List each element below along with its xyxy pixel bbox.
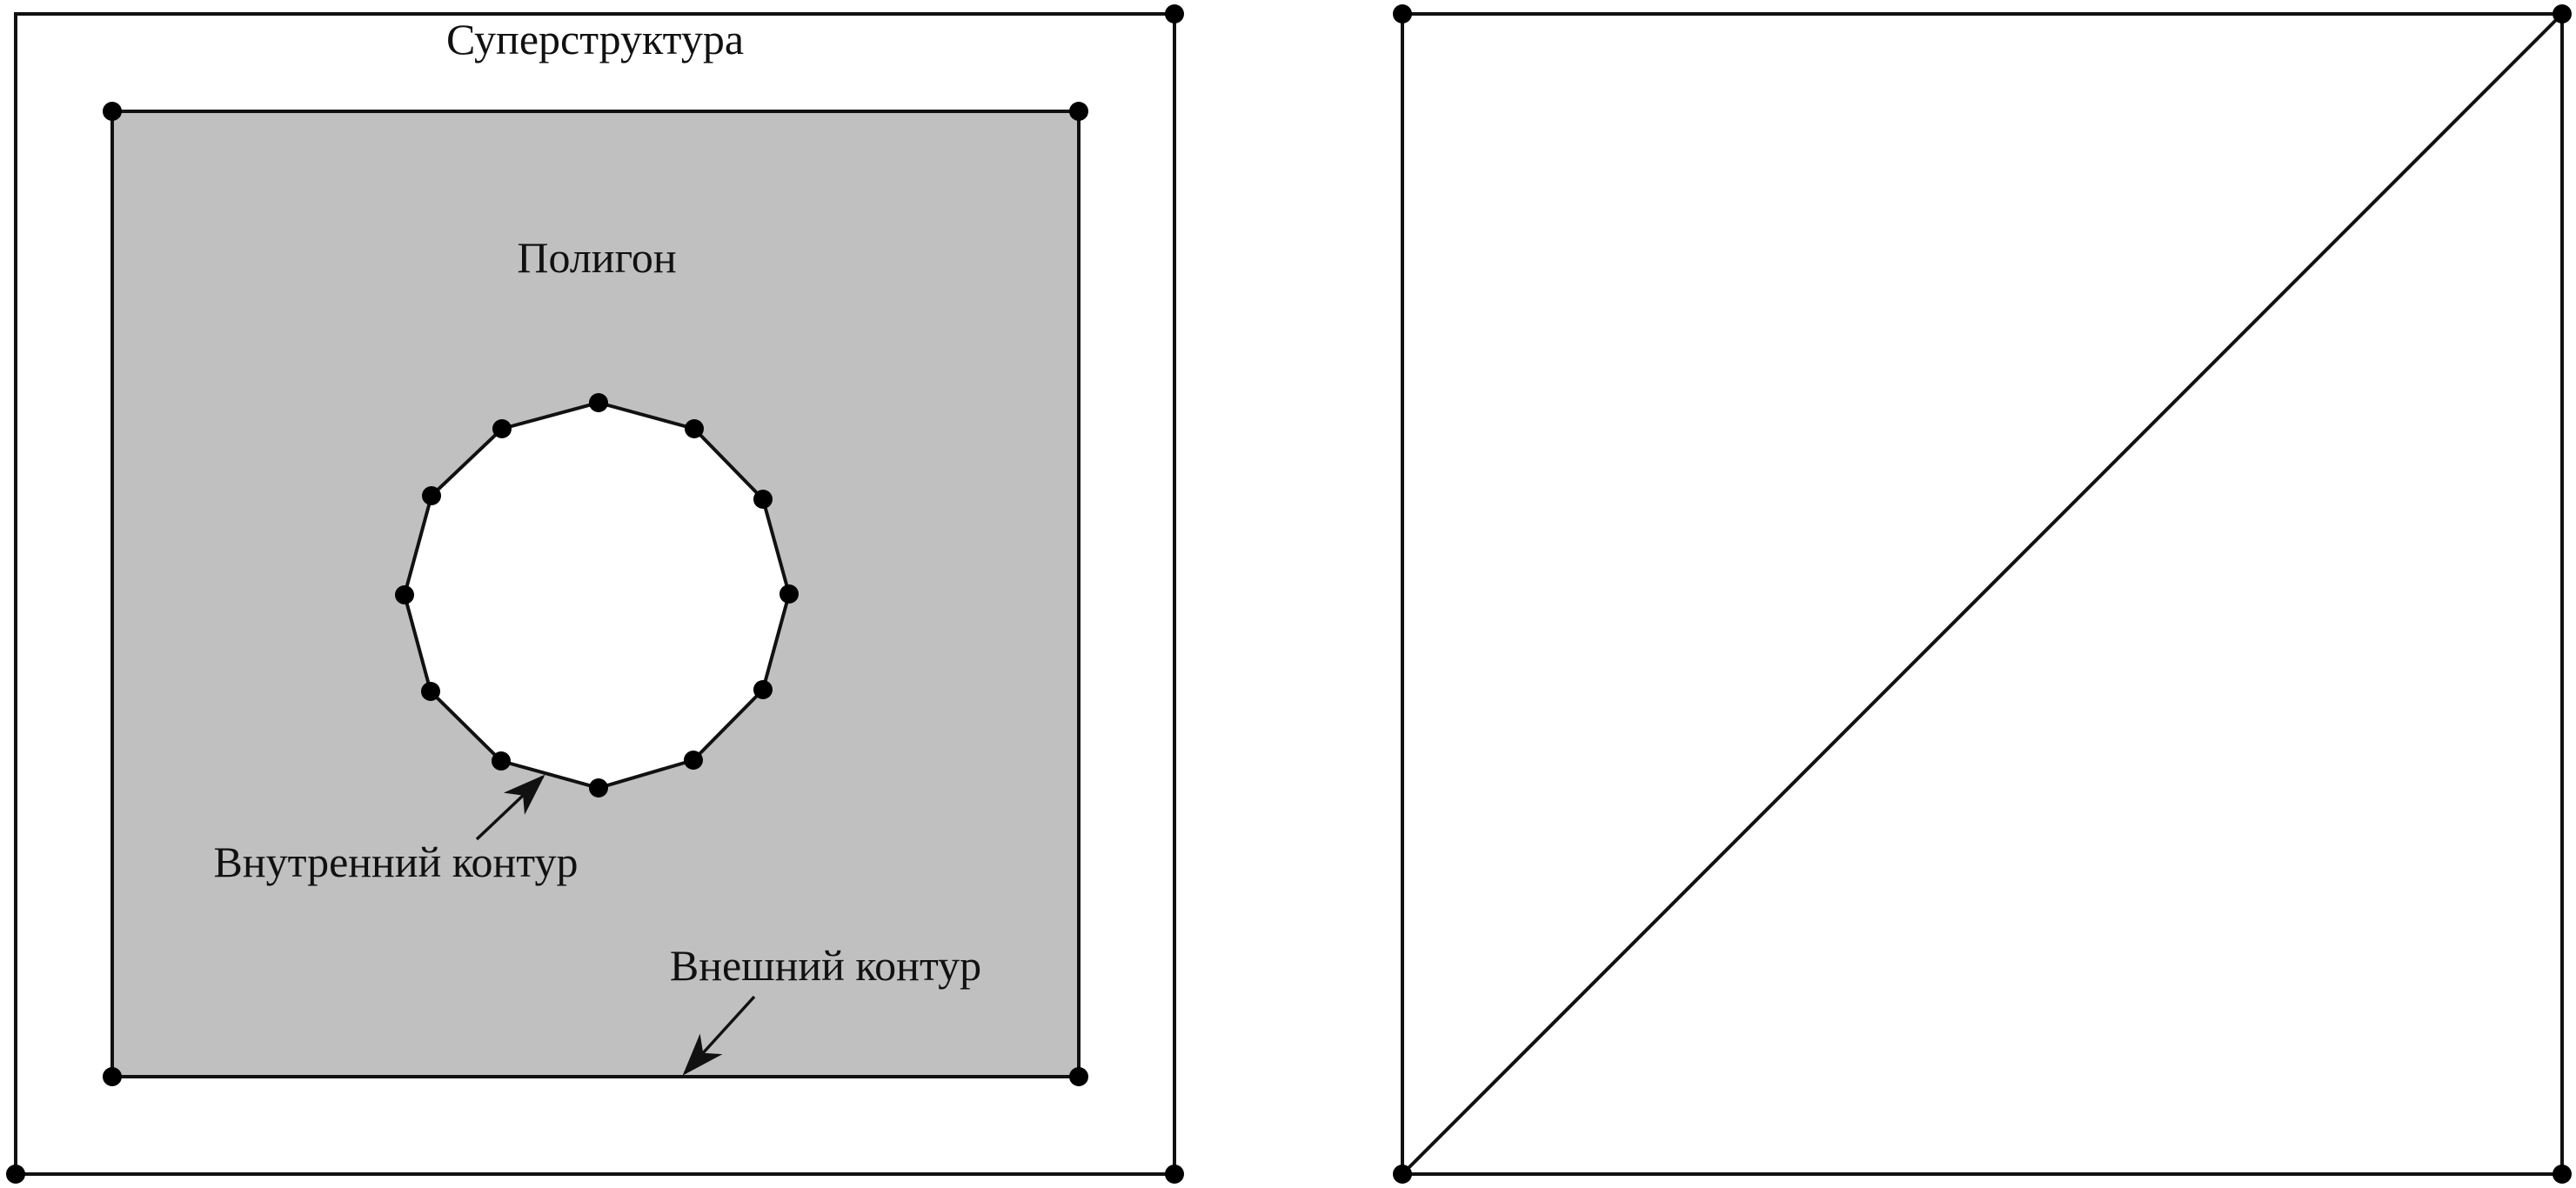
inner-contour-arrow xyxy=(475,774,545,841)
inner-contour-vertex xyxy=(422,486,441,505)
polygon-with-hole xyxy=(112,111,1079,1077)
inner-contour-vertex xyxy=(685,419,704,438)
inner-contour-vertex xyxy=(492,751,511,771)
outer-contour-vertex xyxy=(1069,102,1088,121)
right-panel xyxy=(1393,4,2572,1184)
square-vertex xyxy=(2553,4,2572,23)
outer-contour xyxy=(110,110,1081,1078)
inner-contour-vertex xyxy=(589,778,608,798)
superstructure-vertex xyxy=(1165,4,1184,23)
inner-contour-vertex xyxy=(492,419,512,438)
outer-contour-vertex xyxy=(103,102,122,121)
inner-contour-vertex xyxy=(753,680,773,699)
diagonal-edge xyxy=(1401,12,2564,1176)
inner-contour-vertex xyxy=(421,682,440,701)
left-panel: Суперструктура Полигон Внутренний контур… xyxy=(6,4,1184,1184)
inner-contour-vertex xyxy=(779,584,799,604)
superstructure-vertex xyxy=(6,1165,25,1184)
square-vertex xyxy=(2553,1165,2572,1184)
superstructure-label: Суперструктура xyxy=(446,15,744,63)
square-vertex xyxy=(1393,1165,1412,1184)
outer-contour-label: Внешний контур xyxy=(670,941,981,990)
superstructure-frame xyxy=(14,12,1176,1176)
square-vertex xyxy=(1393,4,1412,23)
outer-contour-vertex xyxy=(1069,1067,1088,1086)
inner-contour-vertex xyxy=(684,751,703,770)
inner-contour-vertex xyxy=(753,490,773,509)
outer-contour-arrow xyxy=(682,995,756,1076)
outer-contour-vertex xyxy=(103,1067,122,1086)
triangulated-square xyxy=(1401,12,2564,1176)
inner-contour-vertex xyxy=(589,393,608,412)
inner-contour-vertex xyxy=(395,585,414,604)
polygon-label: Полигон xyxy=(517,233,676,282)
superstructure-vertex xyxy=(1165,1165,1184,1184)
inner-contour-label: Внутренний контур xyxy=(214,838,579,886)
